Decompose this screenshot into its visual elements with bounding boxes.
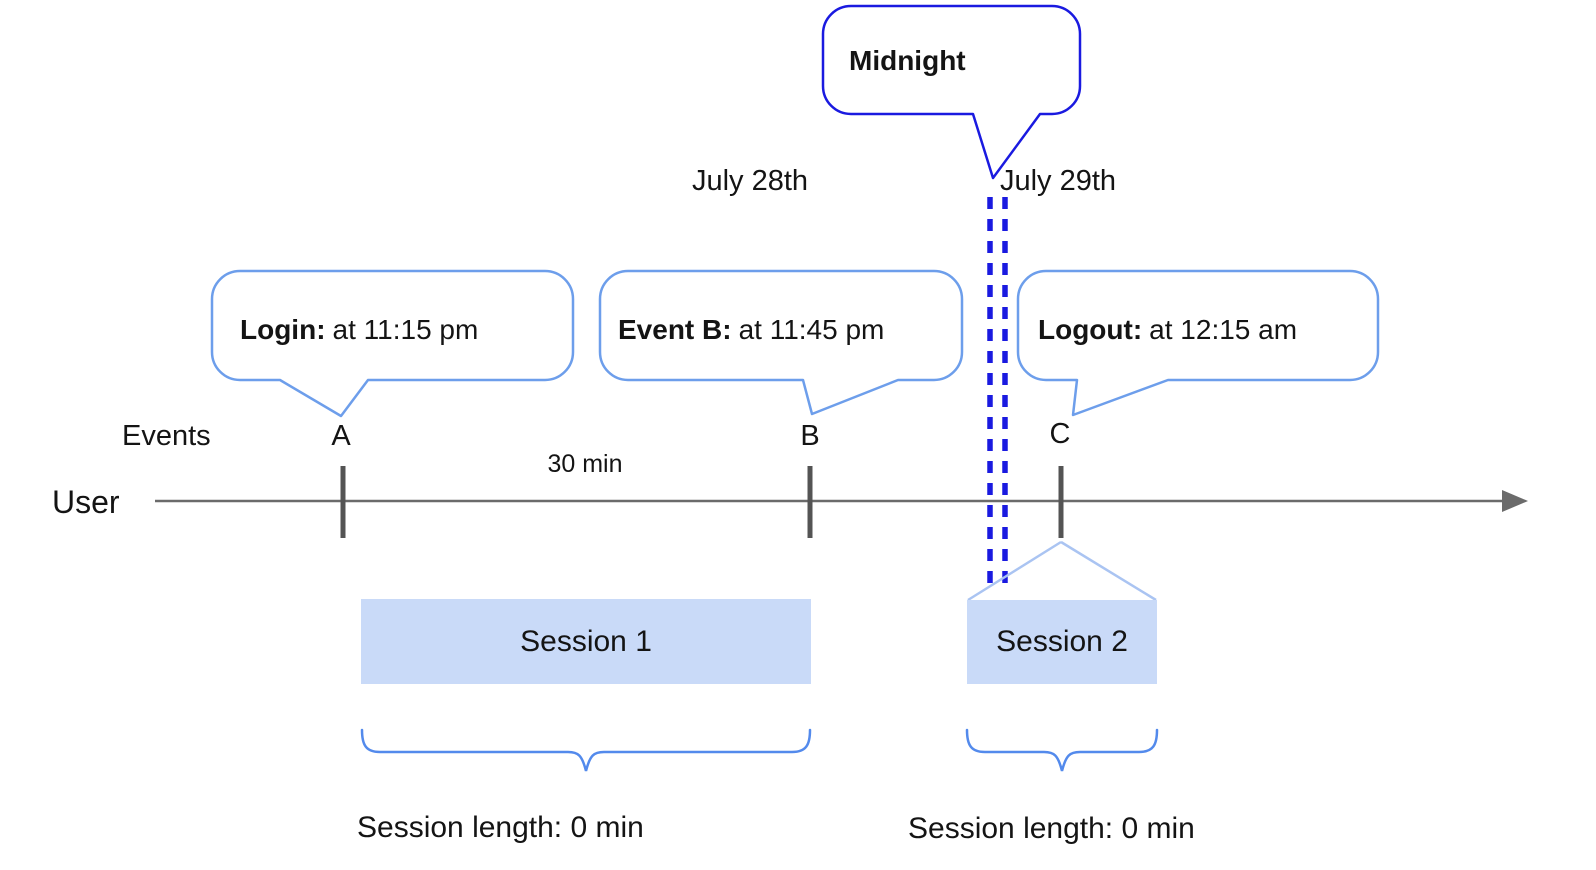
user-axis-label: User — [52, 484, 120, 520]
session1-length-label: Session length: 0 min — [357, 811, 644, 844]
event-b-callout-title: Event B: — [618, 314, 732, 345]
event-mark-c: C — [1049, 418, 1071, 450]
event-b-callout-time: at 11:45 pm — [738, 314, 885, 345]
event-mark-a: A — [331, 420, 351, 452]
session2-wedge-right-line — [1060, 540, 1157, 602]
session2-brace — [965, 728, 1159, 772]
events-row-label: Events — [122, 420, 211, 452]
interval-label-30min: 30 min — [547, 450, 623, 478]
date-label-july-29: July 29th — [999, 165, 1117, 197]
midnight-callout-bubble — [821, 4, 1082, 180]
login-callout-bubble — [210, 269, 575, 418]
login-callout-title: Login: — [240, 314, 326, 345]
session2-length-label: Session length: 0 min — [908, 812, 1195, 845]
session1-bar: Session 1 — [361, 599, 811, 684]
logout-callout-bubble — [1016, 269, 1380, 417]
login-callout-text: Login:at 11:15 pm — [240, 314, 478, 346]
logout-callout-title: Logout: — [1038, 314, 1143, 345]
logout-callout-text: Logout:at 12:15 am — [1038, 314, 1297, 346]
session1-label: Session 1 — [520, 624, 652, 658]
login-callout-time: at 11:15 pm — [332, 314, 479, 345]
timeline-arrowhead-icon — [1502, 490, 1528, 512]
event-b-callout-text: Event B:at 11:45 pm — [618, 314, 884, 346]
event-b-callout-bubble — [598, 269, 964, 416]
event-mark-b: B — [800, 420, 820, 452]
session2-bar: Session 2 — [967, 600, 1157, 684]
date-label-july-28: July 28th — [691, 165, 809, 197]
session1-brace — [360, 728, 812, 772]
logout-callout-time: at 12:15 am — [1149, 314, 1298, 345]
midnight-label: Midnight — [849, 45, 966, 76]
session2-wedge-left-line — [967, 540, 1062, 602]
session2-label: Session 2 — [996, 625, 1128, 658]
